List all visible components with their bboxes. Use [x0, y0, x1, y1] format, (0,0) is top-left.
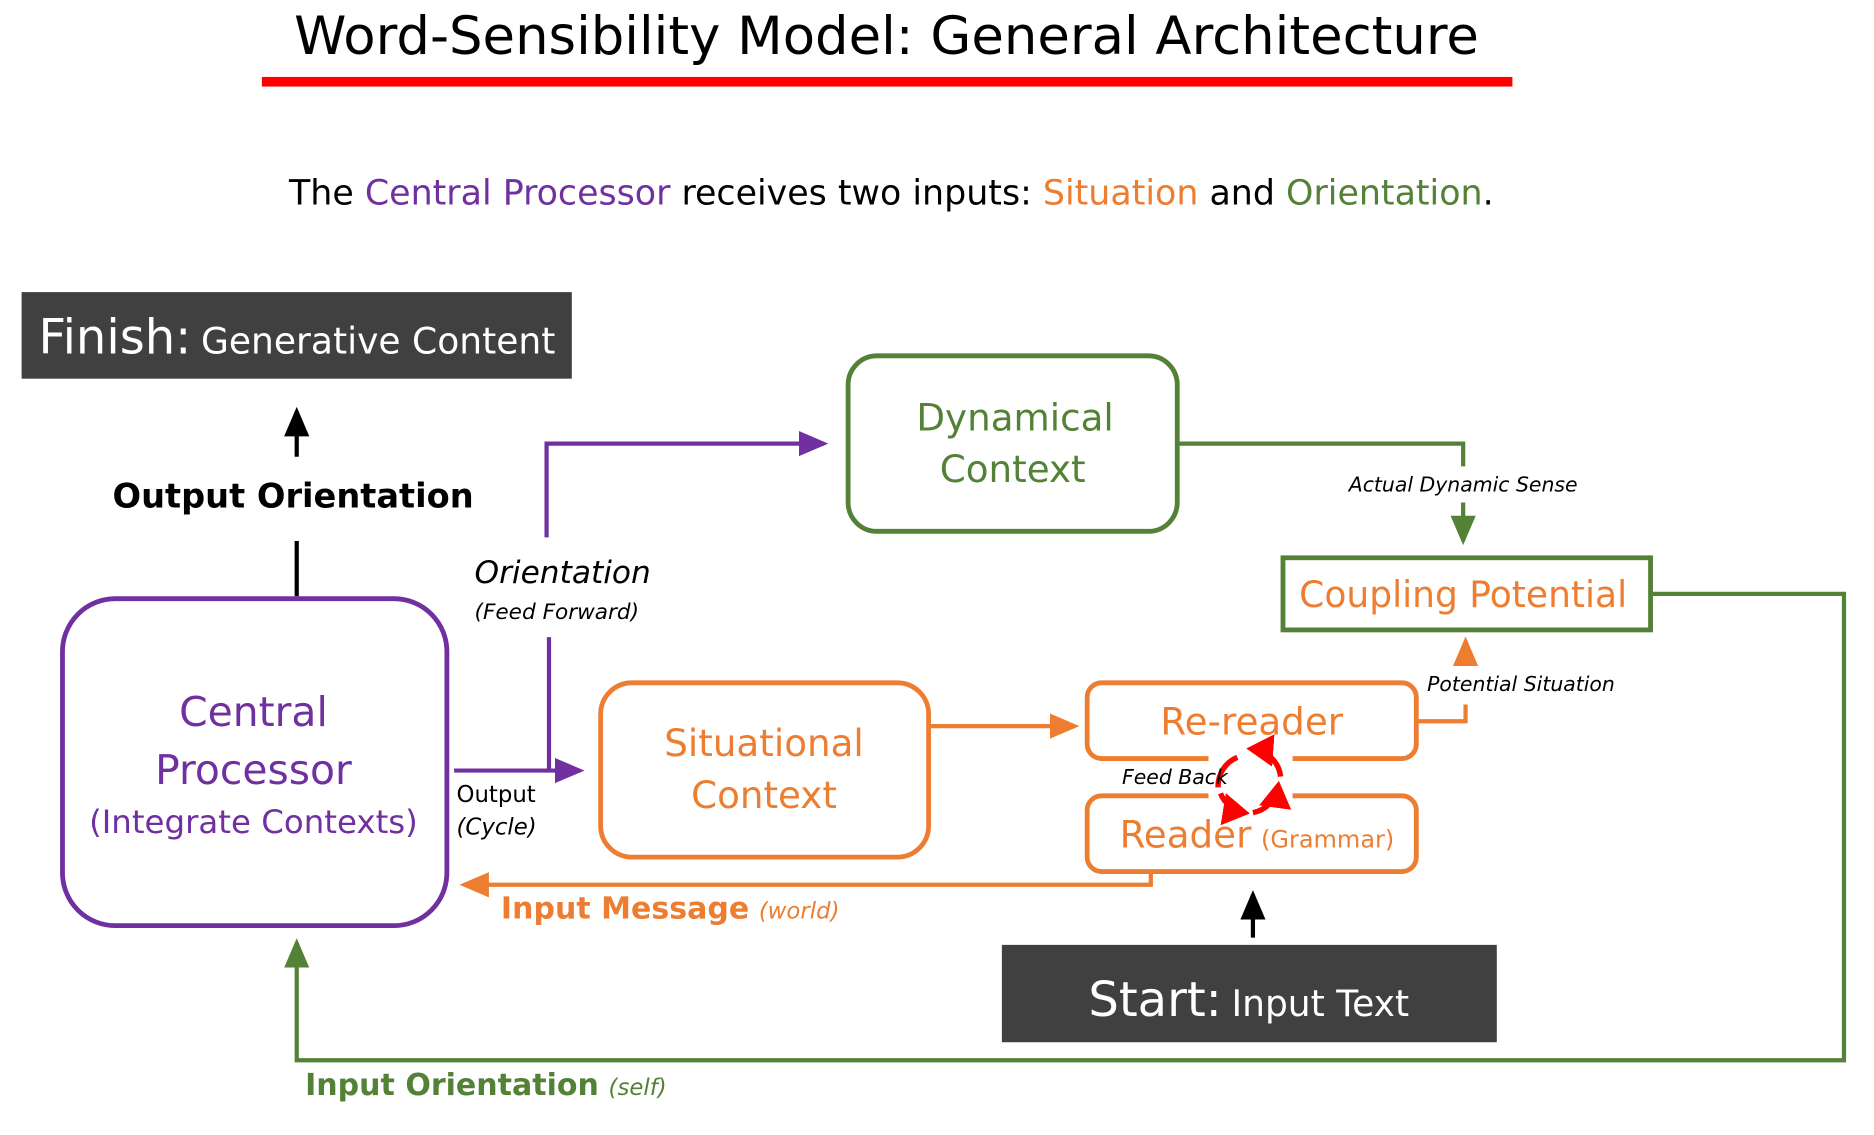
feed-forward-label: (Feed Forward) [475, 600, 640, 625]
input-orientation-path [284, 591, 1847, 1063]
feedback-cycle-icon [1208, 734, 1293, 826]
central-processor-line2: Processor [155, 746, 352, 794]
re-reader-label: Re-reader [1160, 699, 1343, 743]
dynamical-context-line1: Dynamical [916, 395, 1113, 439]
page-title: Word-Sensibility Model: General Architec… [294, 6, 1479, 67]
feedback-arc [1246, 734, 1284, 778]
subtitle-part-orientation: Orientation [1286, 173, 1483, 213]
input-message-label: Input Message(world) [501, 891, 840, 926]
situational-context-node: Situational Context [598, 680, 931, 860]
feed-back-label: Feed Back [1122, 765, 1229, 789]
finish-label: Finish:Generative Content [38, 309, 555, 365]
subtitle-part: The [288, 173, 365, 213]
start-node: Start:Input Text [1001, 944, 1497, 1043]
subtitle-part-central-processor: Central Processor [365, 173, 671, 213]
potential-situation-label: Potential Situation [1427, 672, 1615, 696]
cycle-label: (Cycle) [456, 814, 536, 840]
title-underline [261, 76, 1513, 87]
start-label: Start:Input Text [1088, 972, 1409, 1028]
feedback-arc [1217, 792, 1250, 826]
situational-context-line2: Context [691, 773, 837, 817]
orientation-label: Orientation [475, 555, 651, 591]
actual-dynamic-sense-label: Actual Dynamic Sense [1347, 473, 1578, 497]
situational-context-box [598, 680, 931, 860]
central-processor-node: Central Processor (Integrate Contexts) [60, 596, 450, 929]
subtitle-part: receives two inputs: [670, 173, 1042, 213]
feedback-arc [1215, 754, 1239, 788]
situational-context-line1: Situational [664, 721, 864, 765]
actual-dynamic-sense-line [1177, 441, 1466, 467]
central-processor-line1: Central [179, 688, 328, 736]
start-box [1001, 944, 1497, 1043]
output-label: Output [456, 782, 535, 808]
dynamical-context-line2: Context [940, 447, 1086, 491]
feed-forward-arrow [544, 430, 829, 538]
finish-node: Finish:Generative Content [21, 292, 572, 379]
subtitle-part: and [1198, 173, 1286, 213]
feedback-arc [1252, 780, 1292, 816]
dynamical-context-box [845, 353, 1180, 534]
finish-box [21, 292, 572, 379]
output-orientation-label: Output Orientation [113, 476, 474, 515]
potential-situation-line [1416, 704, 1468, 724]
subtitle-part-situation: Situation [1043, 173, 1199, 213]
input-message-arrow [459, 871, 1153, 898]
coupling-potential-label: Coupling Potential [1299, 574, 1627, 616]
re-reader-node: Re-reader [1084, 680, 1419, 761]
subtitle: The Central Processor receives two input… [288, 173, 1494, 213]
central-processor-box [60, 596, 450, 929]
coupling-potential-box [1280, 555, 1653, 633]
input-orientation-label: Input Orientation(self) [305, 1068, 667, 1103]
central-processor-line3: (Integrate Contexts) [89, 803, 418, 841]
subtitle-part: . [1483, 173, 1494, 213]
reader-node: Reader(Grammar) [1084, 793, 1419, 874]
coupling-potential-node: Coupling Potential [1280, 555, 1653, 633]
dynamical-context-node: Dynamical Context [845, 353, 1180, 534]
